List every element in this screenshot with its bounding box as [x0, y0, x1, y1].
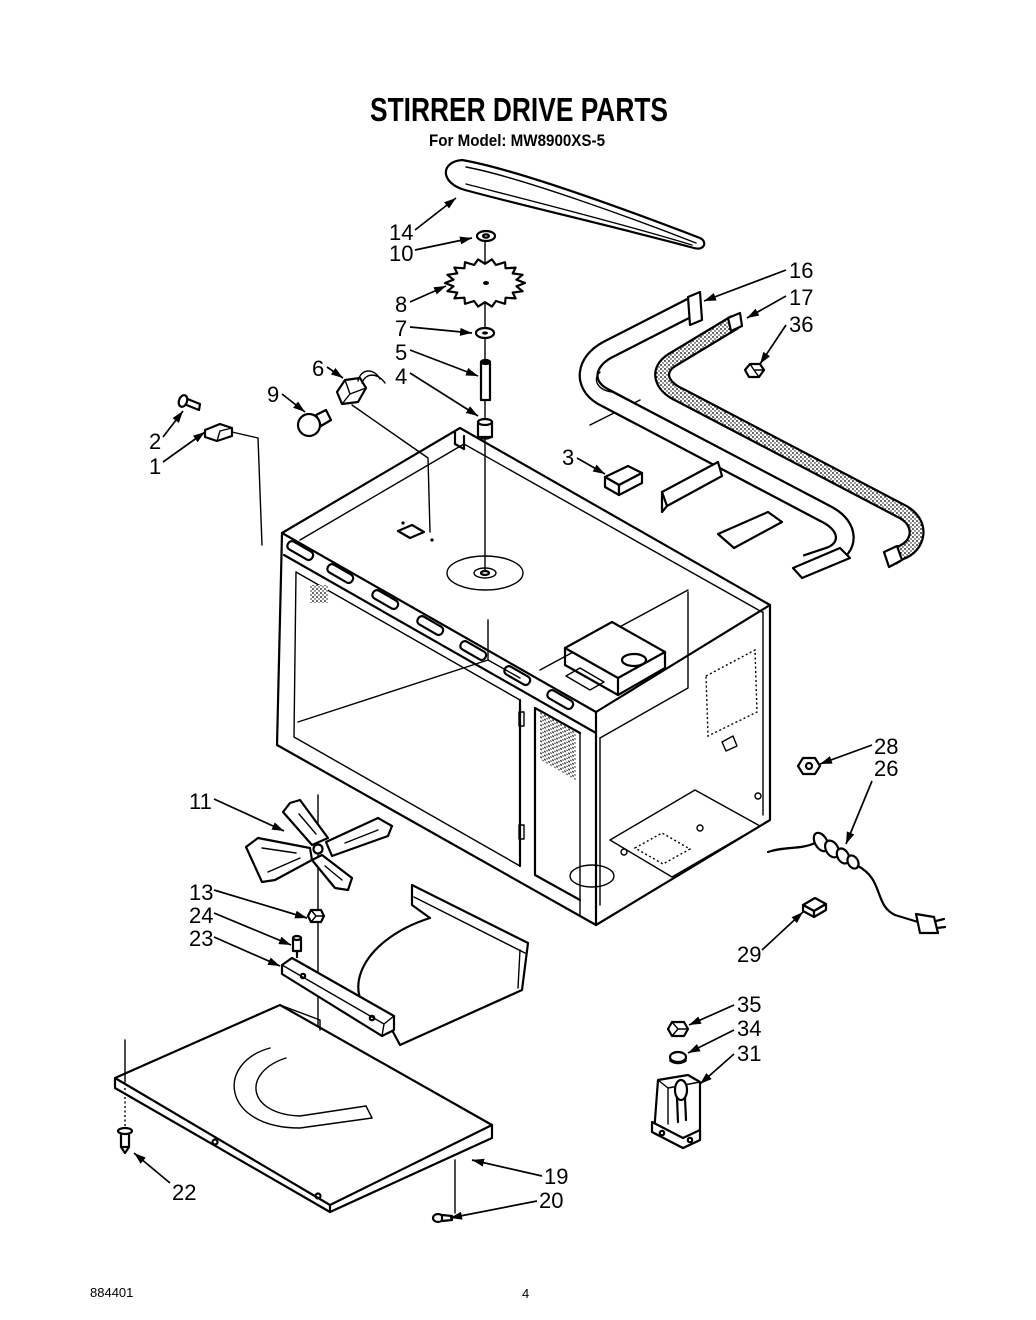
- chassis-cabinet: [275, 426, 772, 927]
- page-number: 4: [522, 1286, 529, 1301]
- clip-part-1: [203, 422, 234, 443]
- shaft-part-5: [479, 358, 492, 402]
- stirrer-fan-part-11: [244, 798, 394, 892]
- callout-20: 20: [539, 1188, 563, 1213]
- leader-line-3: [576, 457, 606, 475]
- callout-35: 35: [737, 992, 761, 1017]
- leader-line-4: [409, 372, 479, 417]
- document-number: 884401: [90, 1285, 133, 1300]
- screw-part-2: [177, 394, 202, 412]
- leader-line-36: [759, 324, 787, 365]
- leader-line-31: [699, 1053, 735, 1085]
- leader-line-5: [409, 349, 479, 377]
- leader-line-2: [162, 410, 184, 438]
- leader-line-6: [326, 366, 344, 379]
- bushing-part-4: [476, 417, 494, 440]
- leader-line-11: [213, 798, 285, 832]
- screw-part-22: [116, 1126, 134, 1155]
- leader-line-10: [414, 236, 473, 251]
- callout-31: 31: [737, 1041, 761, 1066]
- bottom-plate-part-19: [113, 1003, 494, 1214]
- callout-9: 9: [267, 382, 279, 407]
- callout-10: 10: [389, 241, 413, 266]
- screw-part-36: [743, 362, 766, 379]
- leader-line-28: [819, 744, 873, 765]
- leader-line-20: [449, 1200, 538, 1220]
- bracket-part-23: [280, 956, 396, 1038]
- washer-part-34: [668, 1050, 688, 1065]
- callout-6: 6: [312, 356, 324, 381]
- leader-line-22: [133, 1152, 171, 1184]
- leader-line-14: [414, 197, 457, 231]
- callout-4: 4: [395, 364, 407, 389]
- leader-lines: [133, 197, 873, 1220]
- callout-17: 17: [789, 285, 813, 310]
- lamp-bulb-part-9: [296, 408, 333, 438]
- leader-line-7: [409, 326, 473, 336]
- callout-24: 24: [189, 903, 213, 928]
- leader-line-9: [281, 393, 306, 413]
- callout-22: 22: [172, 1180, 196, 1205]
- page-title: STIRRER DRIVE PARTS: [370, 91, 668, 128]
- bracket-part-31: [650, 1073, 702, 1150]
- leader-line-24: [213, 912, 292, 946]
- leader-line-26: [845, 780, 873, 845]
- sprocket-part-8: [443, 258, 527, 308]
- leader-line-29: [761, 911, 804, 951]
- callout-11: 11: [189, 789, 212, 814]
- callout-26: 26: [874, 756, 898, 781]
- leader-line-23: [213, 936, 281, 967]
- callout-13: 13: [189, 880, 213, 905]
- callout-23: 23: [189, 926, 213, 951]
- callout-8: 8: [395, 292, 407, 317]
- leader-line-1: [162, 431, 206, 463]
- power-cord-part-26: [766, 831, 947, 935]
- callout-16: 16: [789, 258, 813, 283]
- callout-34: 34: [737, 1016, 761, 1041]
- front-rail-slots: [286, 540, 575, 711]
- callout-7: 7: [395, 316, 407, 341]
- callout-2: 2: [149, 429, 161, 454]
- leader-line-13: [213, 889, 308, 919]
- leader-line-16: [703, 269, 787, 302]
- air-duct-plate: [357, 883, 530, 1047]
- spacer-part-24: [291, 934, 303, 959]
- block-part-3: [603, 464, 644, 497]
- leader-line-17: [746, 295, 787, 319]
- lamp-socket-part-6: [335, 370, 386, 406]
- callout-1: 1: [149, 454, 161, 479]
- nut-part-28: [796, 756, 822, 776]
- callout-labels: 14 10 8 7 5 4 6 9 2 1 3 16 17 36 11 13 2…: [149, 220, 898, 1213]
- callout-29: 29: [737, 942, 761, 967]
- leader-line-34: [687, 1029, 735, 1054]
- callout-14: 14: [389, 220, 413, 245]
- leader-line-19: [471, 1158, 543, 1177]
- washer-part-10: [475, 229, 497, 243]
- clip-reference-line: [231, 431, 263, 546]
- leader-line-35: [688, 1004, 735, 1026]
- screw-part-20: [431, 1212, 454, 1224]
- belt-part-14: [444, 158, 706, 250]
- callout-19: 19: [544, 1164, 568, 1189]
- nut-part-35: [666, 1020, 690, 1038]
- model-subtitle: For Model: MW8900XS-5: [429, 131, 605, 150]
- washer-part-7: [474, 326, 496, 340]
- callout-5: 5: [395, 340, 407, 365]
- socket-reference-line: [351, 404, 431, 533]
- callout-36: 36: [789, 312, 813, 337]
- callout-28: 28: [874, 734, 898, 759]
- gasket-part-17: [654, 311, 925, 569]
- callout-3: 3: [562, 445, 574, 470]
- nut-part-13: [306, 908, 326, 924]
- leader-line-8: [409, 285, 447, 303]
- air-guide-part-16: [578, 290, 855, 580]
- clip-part-29: [801, 896, 828, 919]
